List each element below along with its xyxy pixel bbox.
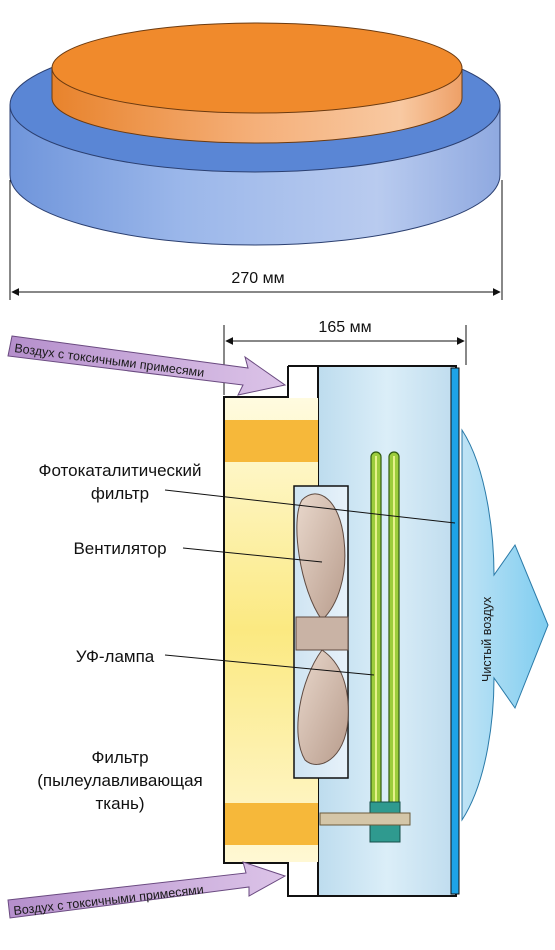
inlet-arrow-bottom: Воздух с токсичными примесями <box>7 861 287 919</box>
orange-disc-top <box>51 22 463 114</box>
fan-hub <box>295 616 349 651</box>
uv-lamp-label: УФ-лампа <box>76 647 155 666</box>
device-3d-view <box>9 22 501 246</box>
inlet-bottom-text: Воздух с токсичными примесями <box>13 882 205 918</box>
outlet-arrow: Чистый воздух <box>461 428 549 822</box>
inlet-arrow-top: Воздух с токсичными примесями <box>7 335 287 396</box>
outlet-text: Чистый воздух <box>480 596 494 682</box>
photocatalytic-label-1: Фотокаталитический <box>39 461 202 480</box>
diameter-label: 270 мм <box>231 270 284 287</box>
depth-label: 165 мм <box>318 319 371 336</box>
depth-dimension: 165 мм <box>223 319 467 395</box>
diameter-dimension: 270 мм <box>9 180 503 300</box>
uv-lamp <box>369 451 401 843</box>
fan-label: Вентилятор <box>73 539 166 558</box>
lamp-bracket <box>319 812 411 826</box>
fan-blade-lower <box>297 649 349 765</box>
filter-label-1: Фильтр <box>91 748 148 767</box>
device-cross-section <box>223 365 460 897</box>
callouts: Фотокаталитический фильтр Вентилятор УФ-… <box>37 461 456 813</box>
filter-band-top <box>225 420 318 462</box>
filter-band-bottom <box>225 803 318 845</box>
photocatalytic-plate <box>450 367 460 895</box>
photocatalytic-label-2: фильтр <box>91 484 149 503</box>
inlet-collar <box>223 365 318 897</box>
filter-label-3: ткань) <box>96 794 145 813</box>
filter-label-2: (пылеулавливающая <box>37 771 203 790</box>
fan-blade-upper <box>296 493 346 621</box>
